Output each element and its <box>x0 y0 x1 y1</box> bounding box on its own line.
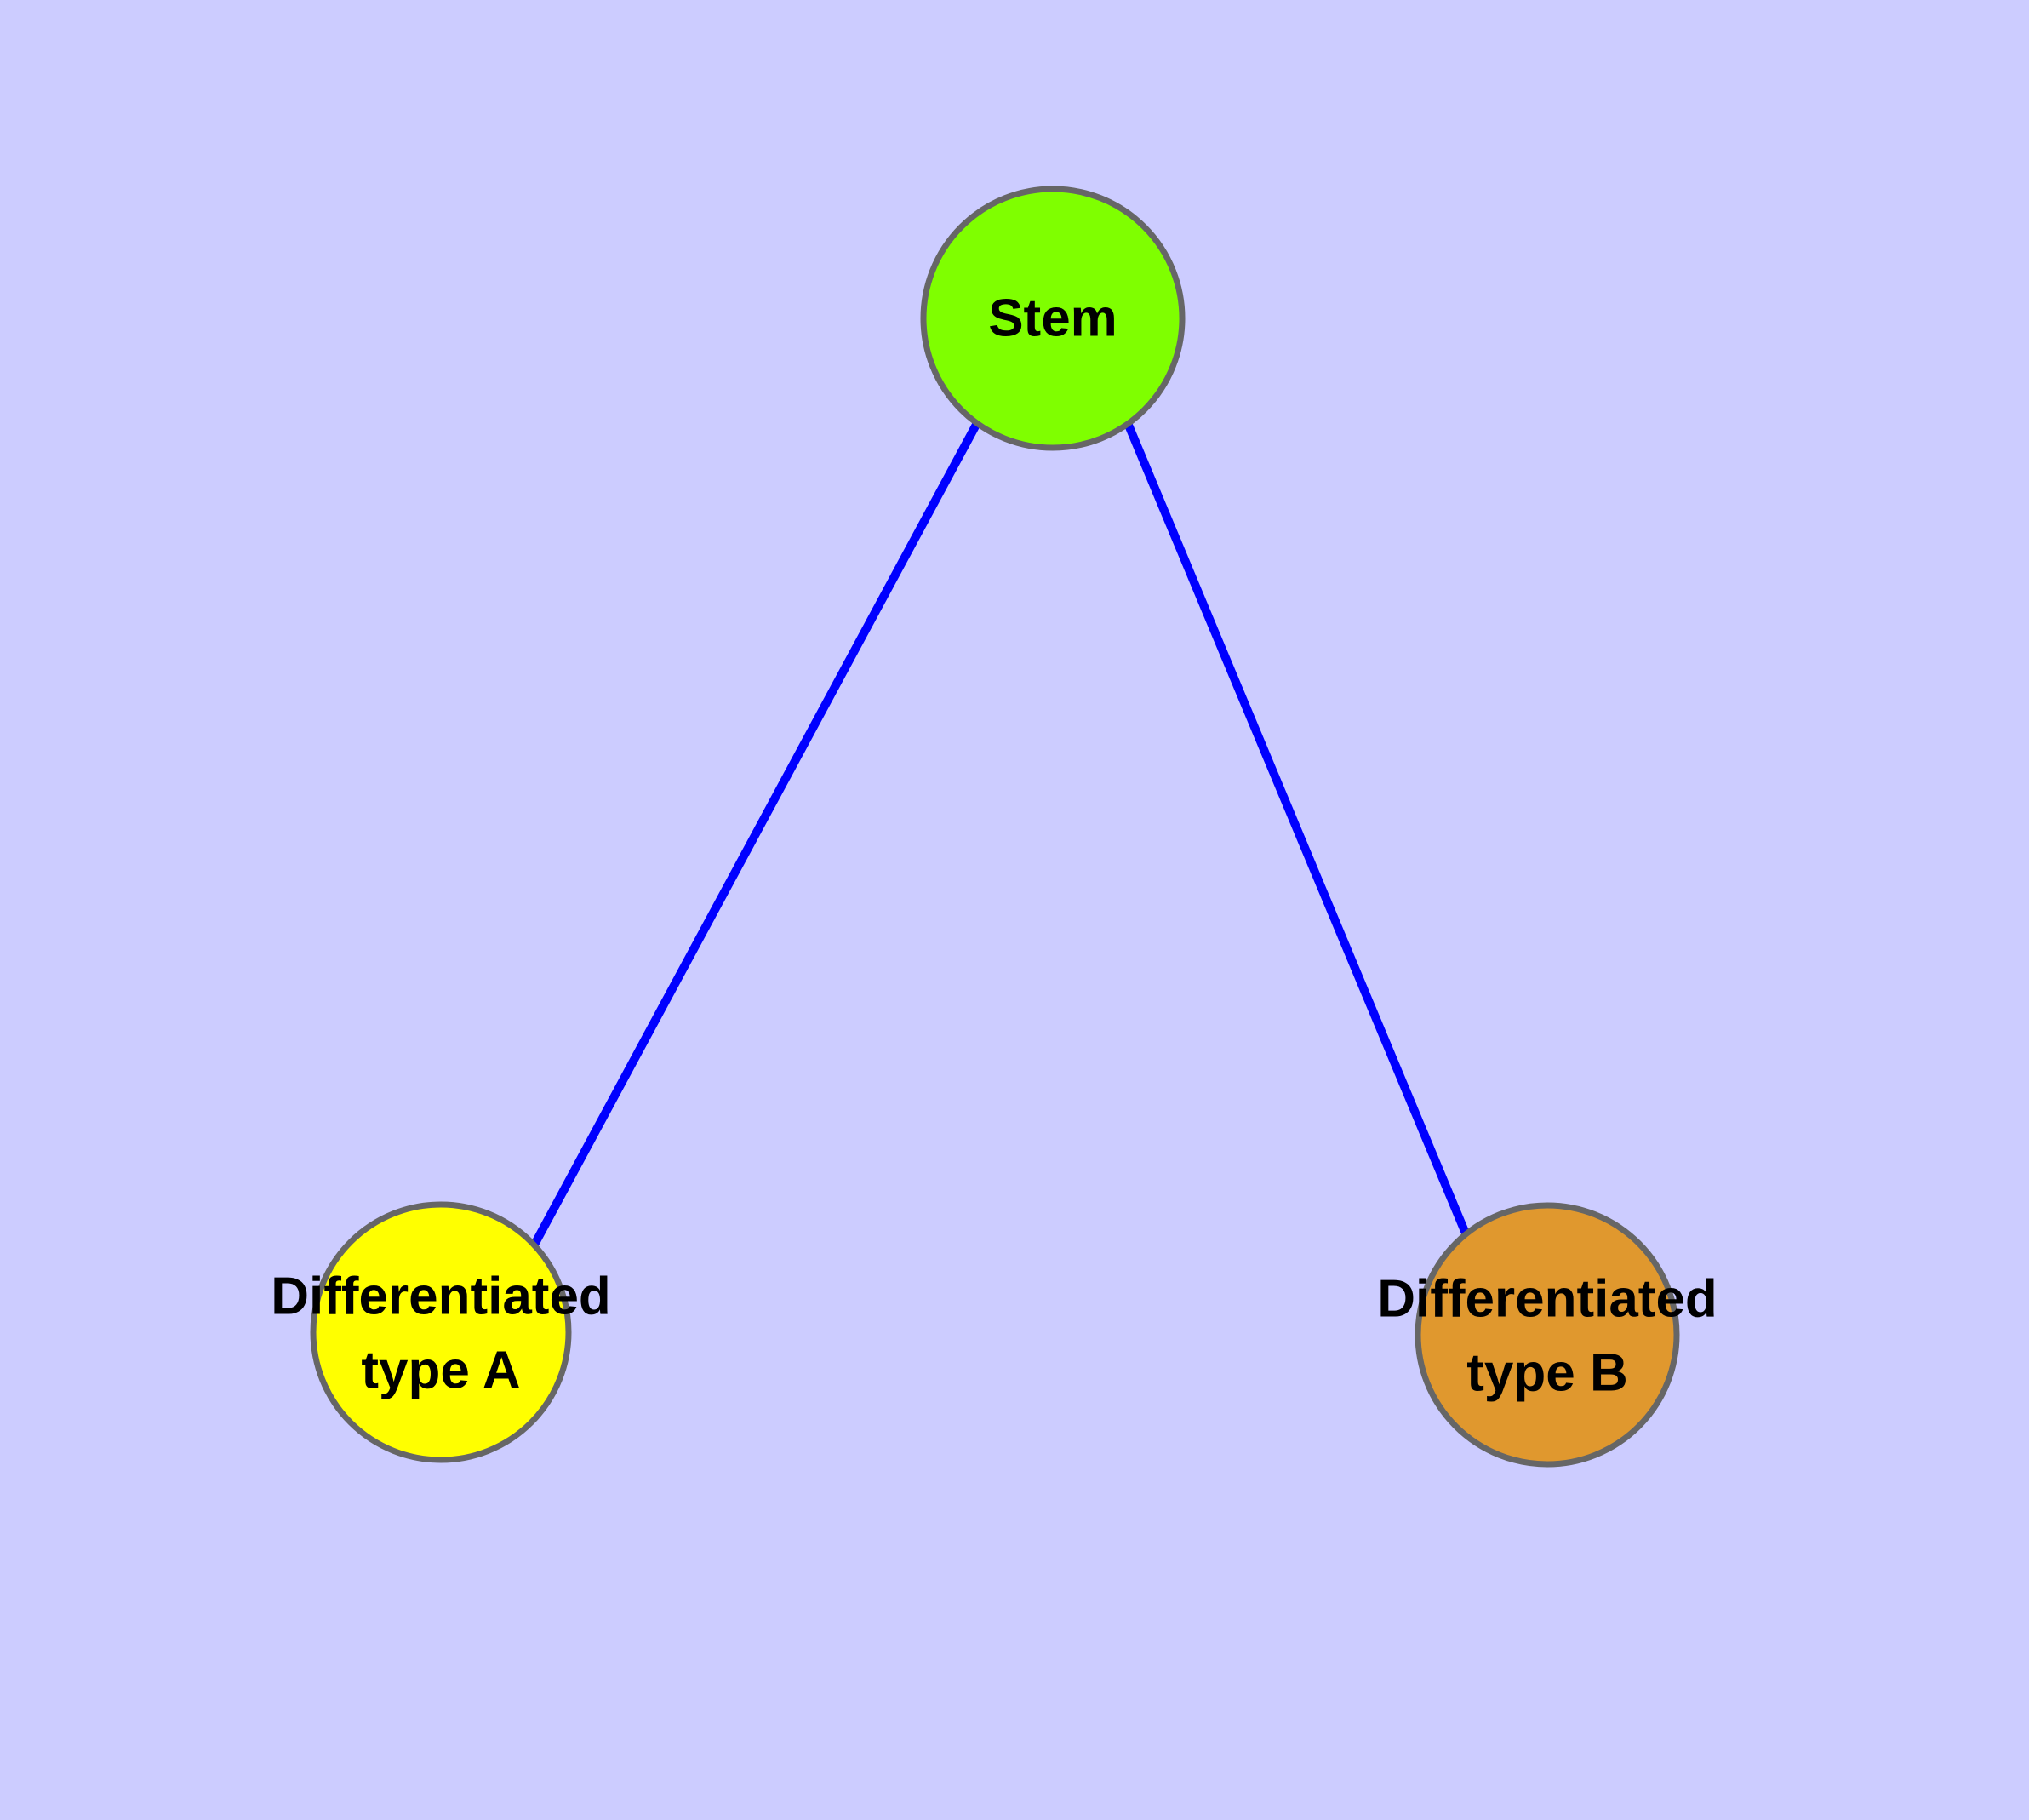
node-stem-circle[interactable] <box>920 186 1186 451</box>
node-diff-b-label-line-1: Differentiated <box>1377 1269 1718 1328</box>
node-stem[interactable] <box>920 186 1186 451</box>
node-layer <box>310 186 1680 1468</box>
node-diff-b-circle[interactable] <box>1415 1202 1680 1468</box>
node-diff-a[interactable] <box>310 1201 572 1463</box>
edge-layer <box>530 419 1477 1254</box>
node-diff-a-label-line-2: type A <box>361 1341 520 1399</box>
node-diff-a-label-line-1: Differentiated <box>271 1267 611 1325</box>
node-stem-label: Stem <box>988 289 1117 347</box>
edge-stem-to-diff-b[interactable] <box>1123 419 1477 1254</box>
edge-stem-to-diff-a[interactable] <box>530 419 981 1249</box>
node-diff-b-label-line-2: type B <box>1466 1343 1627 1402</box>
node-diff-b[interactable] <box>1415 1202 1680 1468</box>
label-layer: Stem Differentiated type A Differentiate… <box>271 289 1718 1402</box>
node-diff-a-circle[interactable] <box>310 1201 572 1463</box>
